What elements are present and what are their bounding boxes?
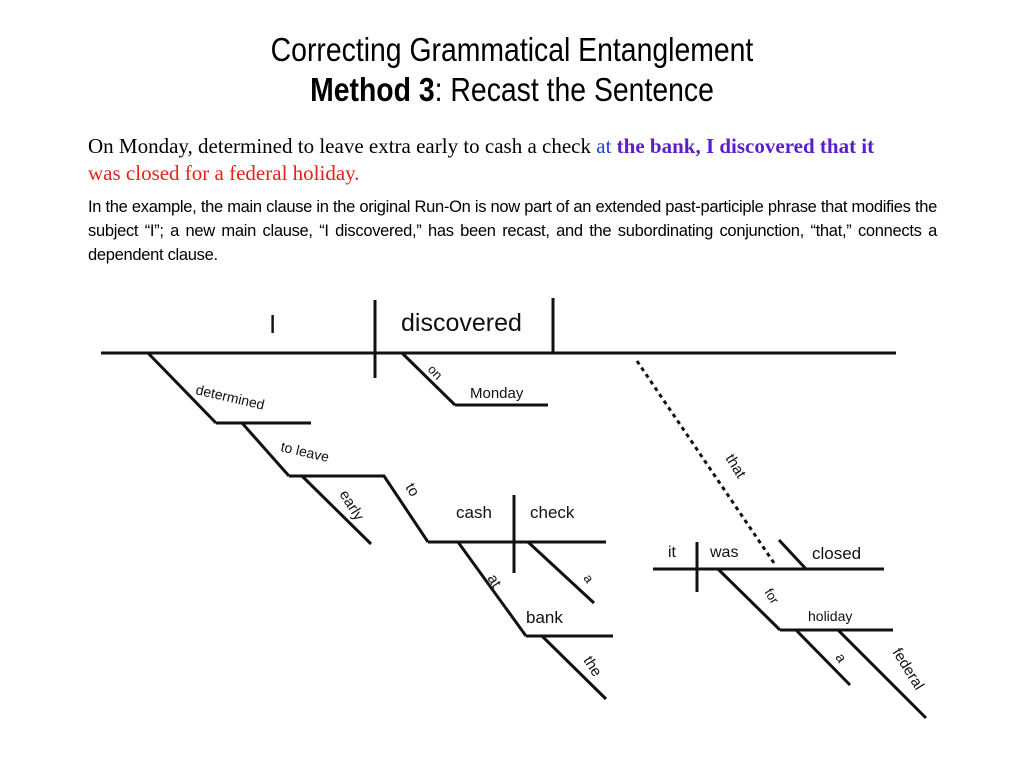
label-verb: discovered <box>401 309 522 337</box>
example-sentence: On Monday, determined to leave extra ear… <box>88 133 888 187</box>
at-line <box>456 541 528 637</box>
label-to: to <box>402 480 423 500</box>
label-bank: bank <box>526 608 563 627</box>
to-leave-line <box>240 422 291 477</box>
label-holiday: holiday <box>808 608 852 624</box>
example-part-at: at <box>596 134 612 158</box>
explanation-paragraph: In the example, the main clause in the o… <box>88 198 937 264</box>
example-part-main-clause: the bank, I discovered that it <box>611 134 875 158</box>
federal-line <box>836 628 928 720</box>
label-a-holiday: a <box>832 650 850 665</box>
label-subject: I <box>269 309 276 339</box>
title-line-1: Correcting Grammatical Entanglement <box>270 31 754 68</box>
on-modifier-line <box>400 351 457 407</box>
label-at: at <box>484 571 505 591</box>
a-check-line <box>526 540 596 605</box>
title-method-label: Method 3 <box>310 71 435 108</box>
early-line <box>300 474 373 546</box>
closed-slant <box>777 538 808 571</box>
label-it: it <box>668 544 677 561</box>
for-line <box>716 567 782 632</box>
label-that: that <box>722 451 750 482</box>
that-connector-dotted <box>635 360 778 567</box>
label-closed: closed <box>812 544 861 563</box>
label-for: for <box>761 586 782 607</box>
slide-title: Correcting Grammatical Entanglement Meth… <box>72 30 953 110</box>
label-was: was <box>709 544 738 561</box>
a-holiday-line <box>794 628 852 687</box>
label-to-leave: to leave <box>279 438 331 465</box>
label-determined: determined <box>194 381 266 412</box>
to-line <box>382 475 430 543</box>
determined-line <box>146 351 218 425</box>
label-cash: cash <box>456 503 492 522</box>
label-check: check <box>530 503 575 522</box>
title-line-2: Method 3: Recast the Sentence <box>72 70 953 110</box>
label-a-check: a <box>581 571 598 586</box>
label-early: early <box>336 487 368 524</box>
example-part-dependent-clause: was closed for a federal holiday. <box>88 161 360 185</box>
title-method-name: : Recast the Sentence <box>434 71 714 108</box>
the-line <box>540 634 608 701</box>
label-monday: Monday <box>470 385 524 402</box>
example-part-plain: On Monday, determined to leave extra ear… <box>88 134 597 158</box>
